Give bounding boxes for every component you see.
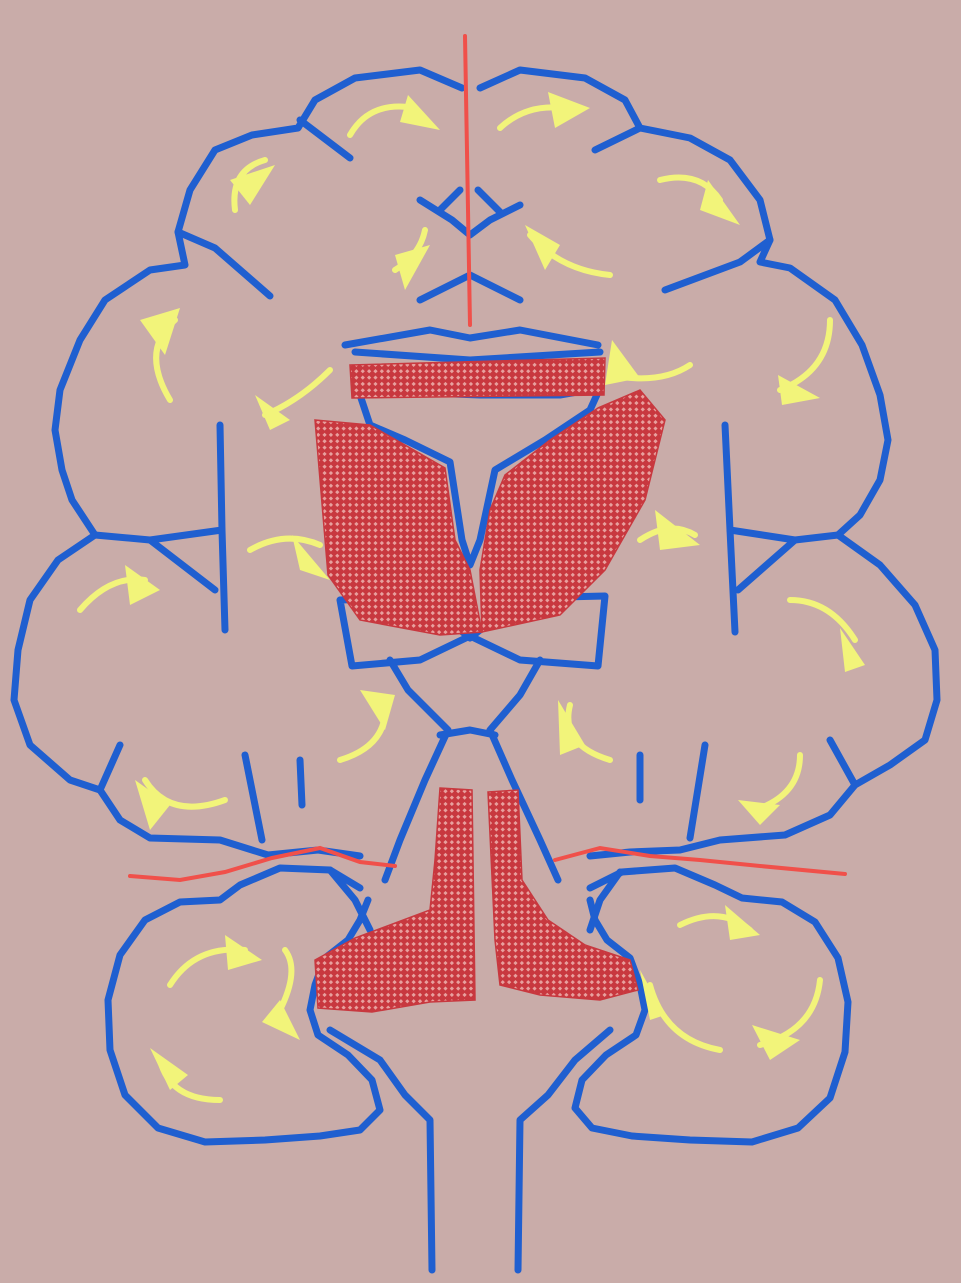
lesion-corpus-callosum: [350, 358, 605, 398]
